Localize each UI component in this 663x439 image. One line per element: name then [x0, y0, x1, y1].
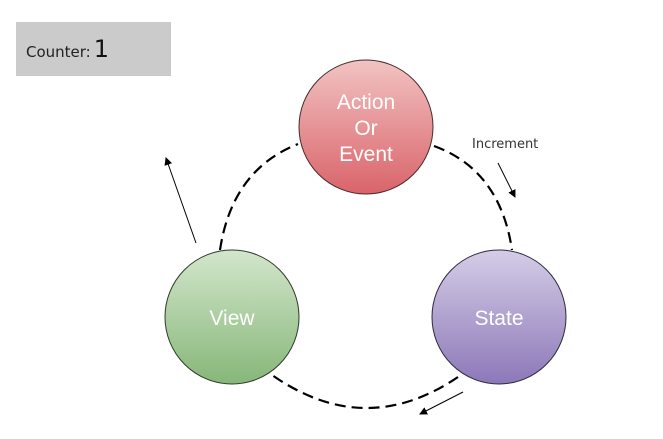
counter-display: Counter: 1	[16, 22, 171, 76]
counter-label: Counter:	[26, 43, 91, 61]
arrow-view-to-action	[164, 157, 197, 244]
node-action-line-2: Or	[354, 117, 377, 140]
node-view-label: View	[209, 307, 255, 330]
node-view: View	[164, 249, 300, 385]
arrow-state-to-view	[419, 391, 464, 415]
node-action-line-1: Action	[337, 91, 395, 114]
edge-state-to-view	[271, 374, 459, 410]
edge-view-to-action	[218, 142, 299, 251]
node-action-line-3: Event	[339, 143, 393, 166]
arrow-increment	[497, 162, 516, 198]
edge-label-increment: Increment	[472, 137, 538, 152]
node-state: State	[431, 249, 567, 385]
node-action: Action Or Event	[298, 59, 434, 195]
counter-value: 1	[93, 35, 110, 63]
node-state-label: State	[474, 307, 523, 330]
edge-action-to-state	[433, 144, 514, 251]
